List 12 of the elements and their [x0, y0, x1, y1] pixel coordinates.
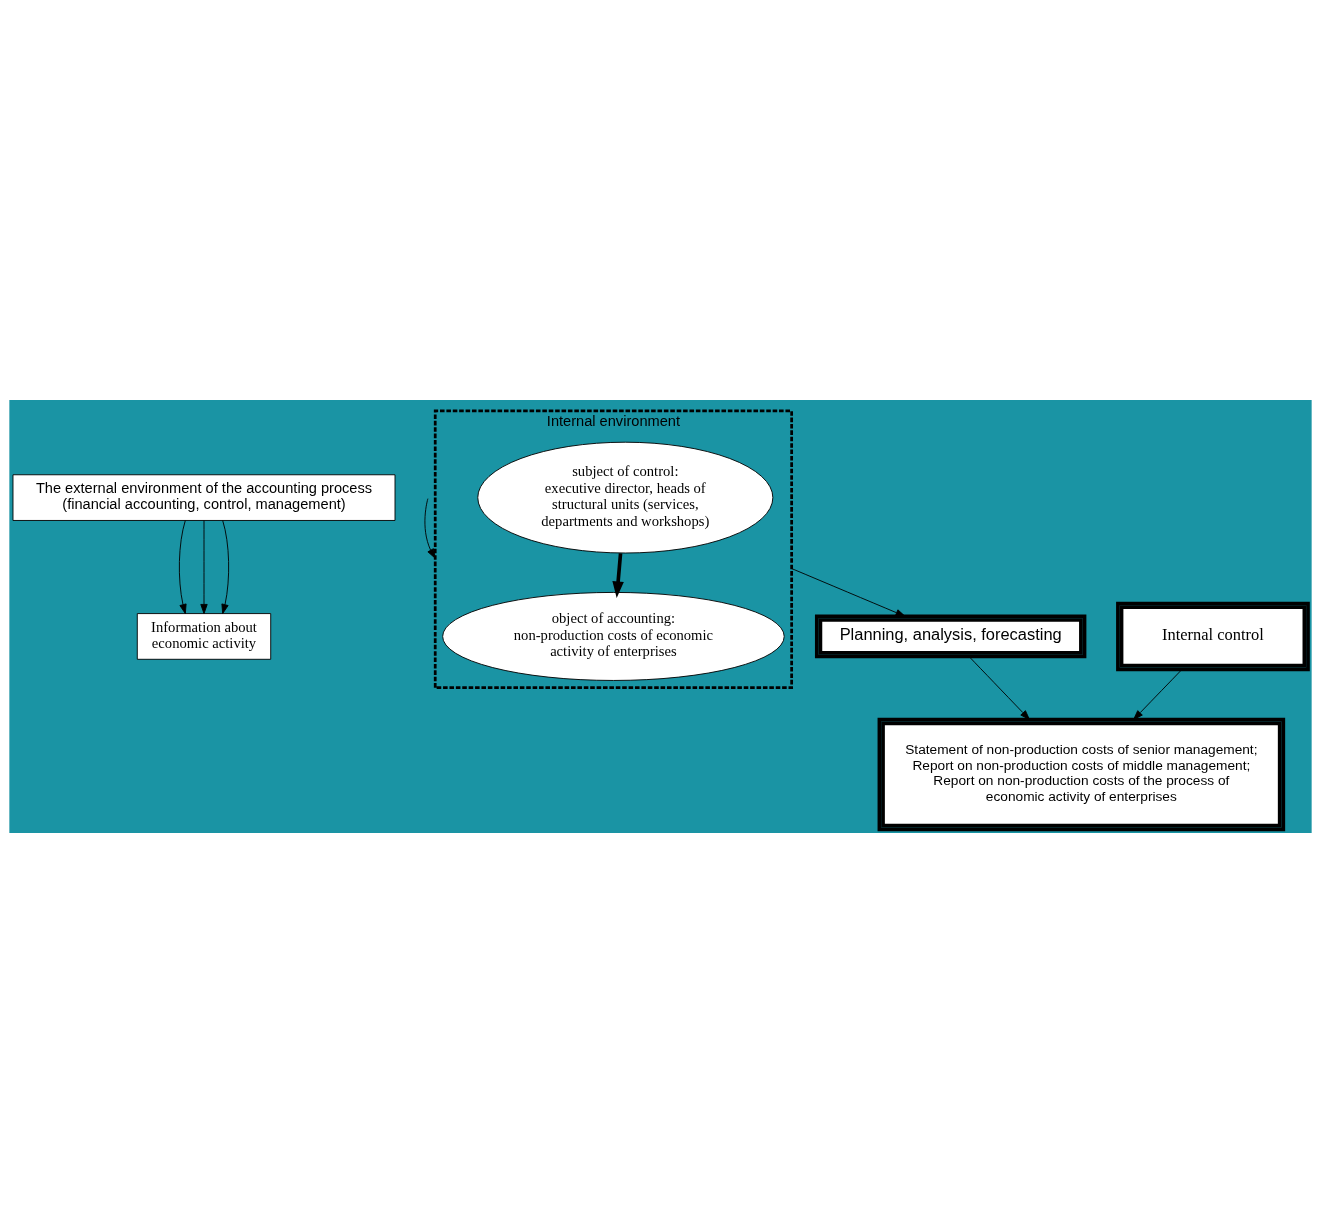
arrow — [791, 567, 906, 617]
node-ellipse: subject of control: executive director, heads of structural units (services, departments and workshops) — [477, 441, 774, 553]
arrow — [200, 519, 208, 614]
arrow — [424, 497, 436, 559]
arrow — [968, 655, 1030, 720]
node-ellipse: object of accounting: non-production costs of economic activity of enterprises — [442, 591, 785, 681]
node-box: Information about economic activity — [136, 612, 272, 660]
arrow — [1133, 668, 1183, 720]
arrow — [612, 552, 624, 598]
node-box: The external environment of the accounting process (financial accounting, control, management) — [12, 473, 396, 521]
arrow — [178, 519, 187, 614]
arrow — [221, 519, 230, 614]
